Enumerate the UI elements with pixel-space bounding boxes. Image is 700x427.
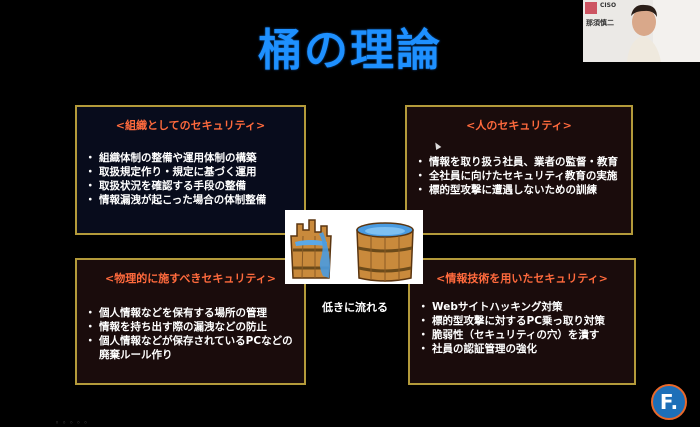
list-item: 情報を持ち出す際の漏洩などの防止 bbox=[85, 320, 294, 334]
human-security-box: <人のセキュリティ> 情報を取り扱う社員、業者の監督・教育 全社員に向けたセキュ… bbox=[405, 105, 633, 235]
list-item: 社員の認証管理の強化 bbox=[418, 342, 624, 356]
org-security-heading: <組織としてのセキュリティ> bbox=[115, 119, 266, 132]
webcam-video: CISO 那須慎二 bbox=[583, 0, 700, 62]
webcam-name-label: 那須慎二 bbox=[586, 19, 614, 27]
list-item: 標的型攻撃に遭遇しないための訓練 bbox=[415, 183, 621, 197]
illustration-caption: 低きに流れる bbox=[322, 301, 388, 314]
physical-security-heading: <物理的に施すべきセキュリティ> bbox=[104, 272, 276, 285]
list-item: 個人情報などが保存されているPCなどの廃棄ルール作り bbox=[85, 334, 294, 362]
physical-security-list: 個人情報などを保有する場所の管理 情報を持ち出す際の漏洩などの防止 個人情報など… bbox=[85, 306, 294, 362]
barrel-illustration bbox=[285, 210, 423, 284]
slide-title: 桶の理論 bbox=[258, 25, 442, 76]
tech-security-heading: <情報技術を用いたセキュリティ> bbox=[436, 272, 608, 285]
list-item: 情報漏洩が起こった場合の体制整備 bbox=[85, 193, 294, 207]
list-item: 取扱状況を確認する手段の整備 bbox=[85, 179, 294, 193]
human-security-list: 情報を取り扱う社員、業者の監督・教育 全社員に向けたセキュリティ教育の実施 標的… bbox=[415, 155, 621, 197]
webcam-org-label: CISO bbox=[600, 2, 617, 9]
tech-security-list: Webサイトハッキング対策 標的型攻撃に対するPC乗っ取り対策 脆弱性（セキュリ… bbox=[418, 300, 624, 356]
list-item: Webサイトハッキング対策 bbox=[418, 300, 624, 314]
list-item: 全社員に向けたセキュリティ教育の実施 bbox=[415, 169, 621, 183]
human-security-heading: <人のセキュリティ> bbox=[466, 119, 572, 132]
physical-security-box: <物理的に施すべきセキュリティ> 個人情報などを保有する場所の管理 情報を持ち出… bbox=[75, 258, 306, 385]
presenter-icon bbox=[583, 0, 700, 62]
list-item: 脆弱性（セキュリティの穴）を潰す bbox=[418, 328, 624, 342]
tech-security-box: <情報技術を用いたセキュリティ> Webサイトハッキング対策 標的型攻撃に対する… bbox=[408, 258, 636, 385]
bottom-watermark-icon: ◦◦◦◦◦ bbox=[55, 419, 91, 427]
org-security-box: <組織としてのセキュリティ> 組織体制の整備や運用体制の構築 取扱規定作り・規定… bbox=[75, 105, 306, 235]
list-item: 個人情報などを保有する場所の管理 bbox=[85, 306, 294, 320]
org-security-list: 組織体制の整備や運用体制の構築 取扱規定作り・規定に基づく運用 取扱状況を確認す… bbox=[85, 151, 294, 207]
list-item: 組織体制の整備や運用体制の構築 bbox=[85, 151, 294, 165]
list-item: 情報を取り扱う社員、業者の監督・教育 bbox=[415, 155, 621, 169]
barrel-icon bbox=[290, 219, 414, 282]
list-item: 取扱規定作り・規定に基づく運用 bbox=[85, 165, 294, 179]
list-item: 標的型攻撃に対するPC乗っ取り対策 bbox=[418, 314, 624, 328]
channel-logo: F. bbox=[651, 384, 687, 420]
